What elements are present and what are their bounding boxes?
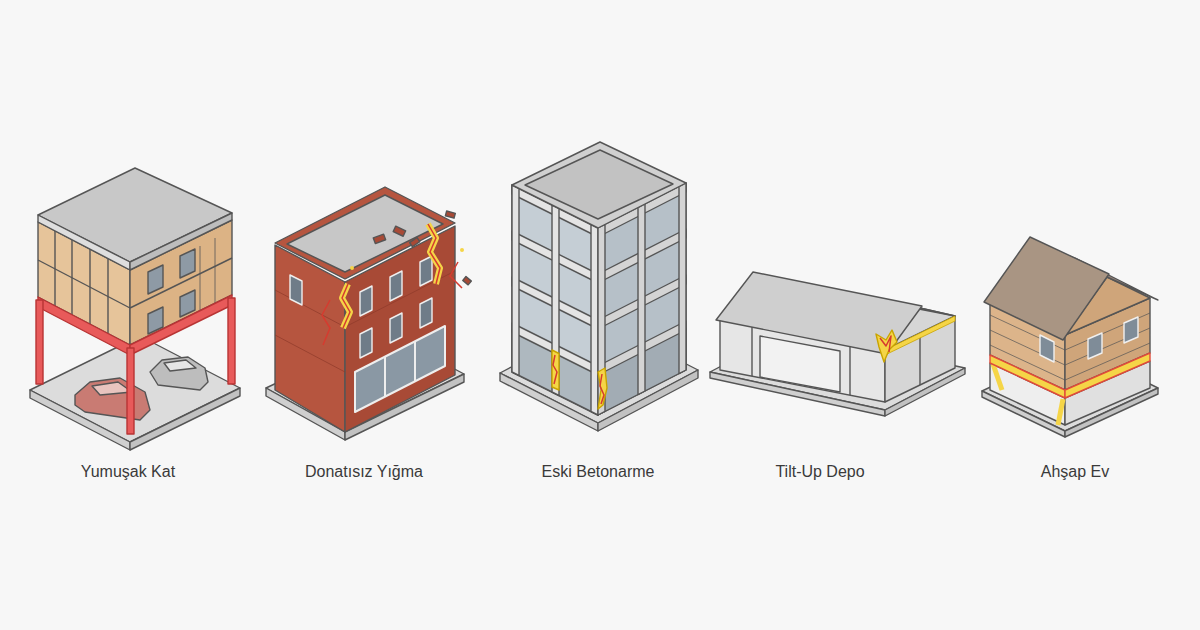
concrete-frame-building-part [553,355,557,384]
masonry-building-part [275,187,455,279]
masonry-building-part [287,195,443,272]
tilt-up-warehouse-part [885,316,955,355]
concrete-frame-building-part [512,142,686,228]
concrete-frame-building-part [591,225,598,416]
wood-frame-house-part [990,355,1065,398]
masonry-building-part [290,275,302,305]
soft-storey-building-part [130,213,232,270]
soft-storey-building-part [228,298,235,384]
masonry-building-part [322,300,330,345]
masonry-building-part [390,313,402,343]
concrete-frame-building-part [552,350,559,390]
soft-storey-building-part [180,249,195,278]
soft-storey-building-part [38,215,130,270]
wood-frame-house-part [1040,335,1054,362]
wood-frame-house-part [1124,317,1138,343]
masonry-building-part [420,298,432,328]
masonry-building-part [450,262,462,288]
building-label: Eski Betonarme [542,462,655,482]
soft-storey-building-part [36,300,43,384]
tilt-up-warehouse-part [751,324,752,376]
masonry-building-part [445,211,455,218]
concrete-frame-building-part [679,183,686,374]
soft-storey-building-part [38,260,130,308]
soft-storey-building-part [215,238,216,313]
concrete-frame-building-part [638,204,645,395]
masonry-building-part [342,284,350,328]
masonry-building-part [342,284,350,328]
masonry-building-part [275,335,345,372]
masonry-building-part [428,224,440,284]
soft-storey-building-part [38,297,130,355]
concrete-frame-building-part [552,205,559,396]
soft-storey-building-part [38,168,232,262]
tilt-up-warehouse [710,272,965,416]
masonry-building-part [373,234,385,243]
concrete-frame-building-part [525,150,673,219]
masonry-building-part [393,226,406,236]
soft-storey-building-part [75,378,150,420]
masonry-building-part [460,248,464,252]
building-label: Ahşap Ev [1041,462,1109,482]
masonry-building-part [384,357,386,397]
masonry-building [266,187,471,440]
tilt-up-warehouse-part [849,343,850,395]
masonry-building-part [463,277,472,285]
wood-frame-house-part [1058,399,1063,425]
masonry-building-part [410,237,420,246]
wood-frame-house [982,237,1158,437]
soft-storey-building-part [127,348,134,434]
soft-storey-building-part [148,265,163,294]
concrete-frame-building-part [512,185,519,376]
soft-storey-building-part [150,357,208,390]
masonry-building-part [355,326,445,412]
tilt-up-warehouse-part [880,336,891,352]
tilt-up-warehouse-part [760,336,840,392]
tilt-up-warehouse-part [876,330,897,362]
masonry-building-part [390,271,402,301]
building-label: Donatısız Yığma [305,462,423,482]
building-label: Yumuşak Kat [81,462,175,482]
wood-frame-house-part [1088,333,1102,359]
masonry-building-part [275,290,345,327]
building-label: Tilt-Up Depo [775,462,864,482]
masonry-building-part [420,256,432,286]
masonry-building-part [360,286,372,316]
masonry-building-part [350,266,354,270]
soft-storey-building-part [130,295,232,355]
soft-storey-building-part [92,382,132,395]
soft-storey-building-part [164,360,196,371]
soft-storey-building-part [180,290,195,317]
wood-frame-house-part [1065,353,1150,398]
masonry-building-part [360,328,372,358]
masonry-building-part [428,224,440,284]
concrete-frame-building [500,142,698,431]
tilt-up-warehouse-part [919,333,920,385]
masonry-building-part [414,341,416,381]
concrete-frame-building-part [600,374,604,404]
soft-storey-building [30,168,240,450]
wood-frame-house-part [984,237,1109,340]
concrete-frame-building-part [598,368,607,409]
